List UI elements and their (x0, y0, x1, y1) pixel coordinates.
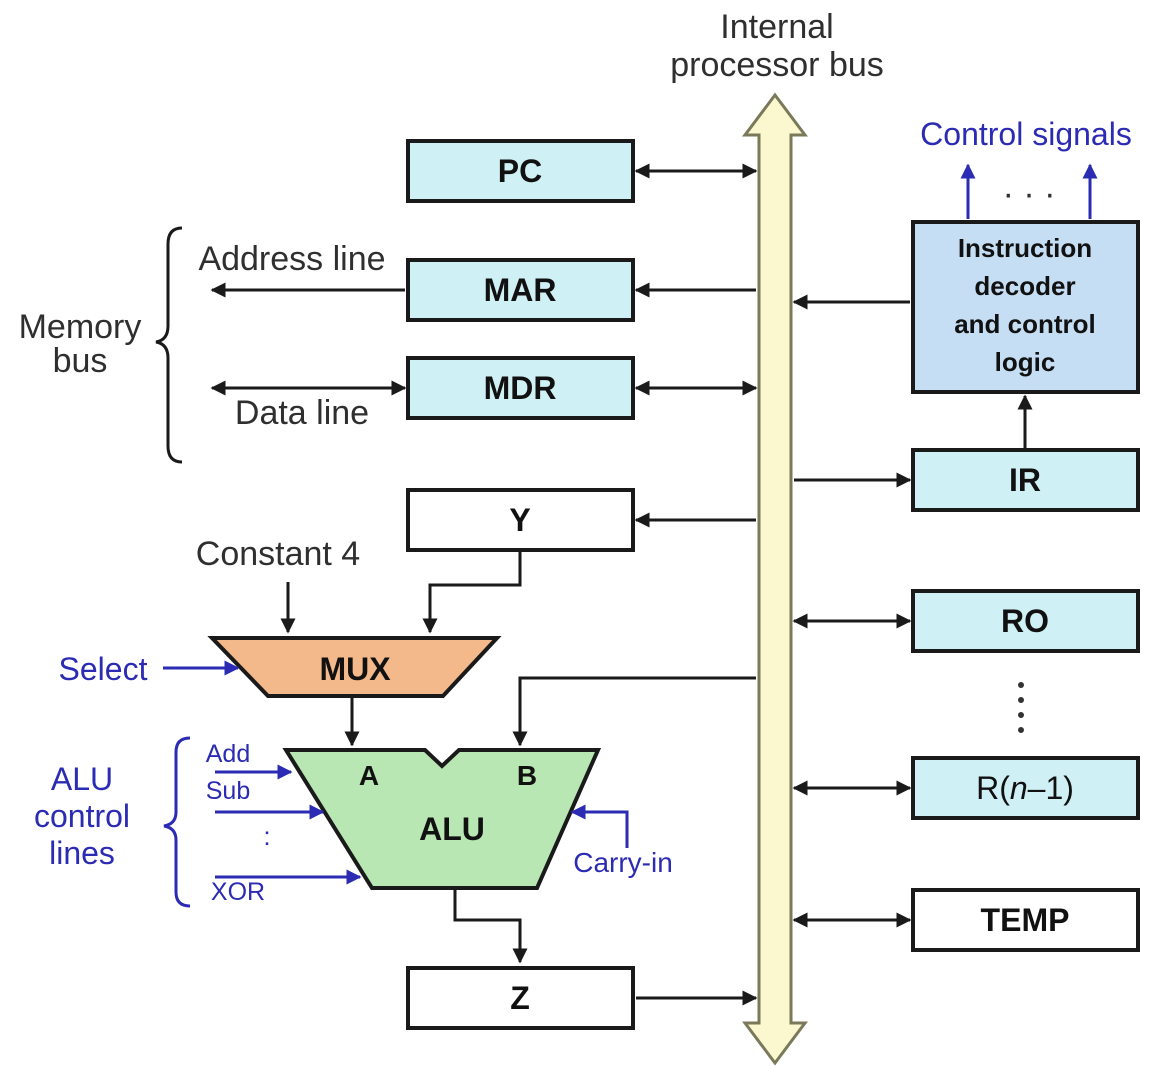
mdr-register (406, 356, 635, 420)
alu-control-label-line2: control (34, 798, 130, 834)
carry-in-label: Carry-in (573, 847, 673, 878)
temp-register (911, 888, 1140, 952)
mar-register (406, 258, 635, 322)
z-register (406, 966, 635, 1030)
alu-label: ALU (419, 811, 485, 847)
alu-ctrl-add-label: Add (206, 740, 250, 768)
memory-bus-label-line1: Memory (19, 308, 142, 346)
y-register (406, 488, 635, 552)
alu-input-a-label: A (359, 760, 379, 791)
address-line-label: Address line (198, 240, 385, 278)
decoder-label-line4: logic (995, 347, 1056, 377)
z-label: Z (510, 980, 530, 1016)
bus-to-alu-b-wire (512, 676, 756, 747)
y-to-mux-wire (422, 552, 522, 634)
mar-label: MAR (484, 272, 557, 308)
rn1-var: n (1010, 770, 1028, 806)
bus-label-line2: processor bus (670, 46, 884, 84)
memory-bus-label-line2: bus (53, 342, 108, 380)
rn1-label: R(n–1) (976, 770, 1074, 806)
alu-control-brace (163, 736, 191, 908)
alu-block (282, 748, 602, 890)
alu-input-b-label: B (517, 760, 537, 791)
temp-label: TEMP (981, 902, 1070, 938)
r0-register (911, 589, 1140, 653)
alu-control-label-line3: lines (49, 835, 115, 871)
memory-bus-brace (155, 226, 183, 464)
pc-label: PC (498, 153, 542, 189)
alu-control-label-line1: ALU (51, 761, 113, 797)
rn1-register (911, 756, 1140, 820)
alu-ctrl-xor-label: XOR (211, 878, 265, 906)
y-label: Y (509, 502, 530, 538)
carry-in-arrow (570, 804, 629, 848)
alu-ctrl-sub-label: Sub (206, 777, 250, 805)
ir-label: IR (1009, 462, 1041, 498)
mux-label: MUX (319, 651, 391, 687)
mux-block (207, 636, 502, 698)
decoder-label-line1: Instruction (958, 233, 1092, 263)
rn1-suffix: –1) (1028, 770, 1074, 806)
instruction-decoder-block (911, 220, 1140, 394)
select-label: Select (59, 651, 148, 687)
decoder-label-line3: and control (954, 309, 1096, 339)
mdr-label: MDR (484, 370, 557, 406)
r0-label: RO (1001, 603, 1049, 639)
alu-ctrl-dots: : (263, 821, 270, 851)
register-ellipsis (1018, 682, 1024, 733)
pc-register (406, 139, 635, 203)
data-line-label: Data line (235, 394, 369, 432)
bus-label-line1: Internal (720, 8, 833, 46)
constant-4-label: Constant 4 (196, 535, 360, 573)
control-signals-ellipsis: · · · (1003, 175, 1056, 213)
ir-register (911, 448, 1140, 512)
rn1-prefix: R( (976, 770, 1010, 806)
decoder-label-line2: decoder (974, 271, 1075, 301)
alu-to-z-wire (453, 890, 528, 964)
control-signals-label: Control signals (920, 116, 1132, 152)
internal-processor-bus (742, 92, 808, 1066)
